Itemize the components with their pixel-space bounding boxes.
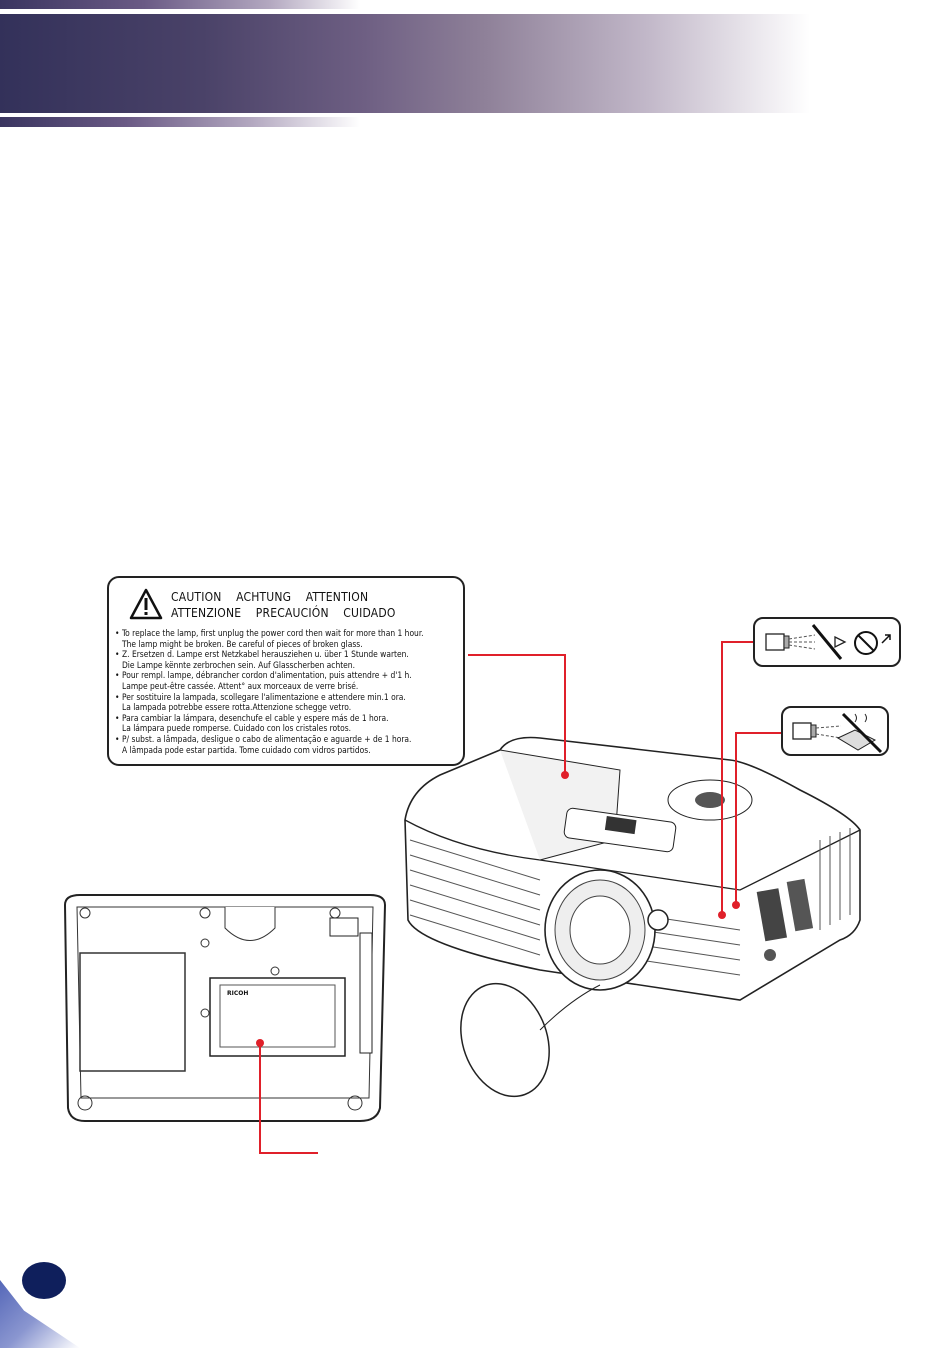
caution-list: To replace the lamp, first unplug the po… [115, 628, 424, 755]
rating-label-brand: RICOH [227, 990, 248, 997]
header-banner [0, 14, 810, 113]
callout-line-block [735, 732, 781, 905]
no-stare-into-beam-icon [765, 624, 891, 660]
caution-item: Para cambiar la lámpara, desenchufe el c… [115, 713, 424, 734]
do-not-stare-label [753, 617, 901, 667]
projector-top-front-illustration [404, 736, 861, 1098]
callout-line-caution [468, 654, 566, 775]
header-stripe-top [0, 0, 360, 9]
no-objects-in-front-icon [792, 712, 883, 754]
callout-line-stare [721, 641, 753, 915]
do-not-block-lens-label [781, 706, 889, 756]
page-number-badge [22, 1262, 66, 1299]
header-stripe-bottom [0, 117, 360, 127]
caution-item: Pour rempl. lampe, débrancher cordon d'a… [115, 670, 424, 691]
projector-bottom-illustration: RICOH [63, 894, 387, 1122]
caution-item: Per sostituire la lampada, scollegare l'… [115, 692, 424, 713]
caution-item: Z. Ersetzen d. Lampe erst Netzkabel hera… [115, 649, 424, 670]
callout-line-rating [259, 1043, 318, 1154]
caution-item: P/ subst. a lâmpada, desligue o cabo de … [115, 734, 424, 755]
caution-item: To replace the lamp, first unplug the po… [115, 628, 424, 649]
warning-triangle-icon [129, 588, 163, 620]
